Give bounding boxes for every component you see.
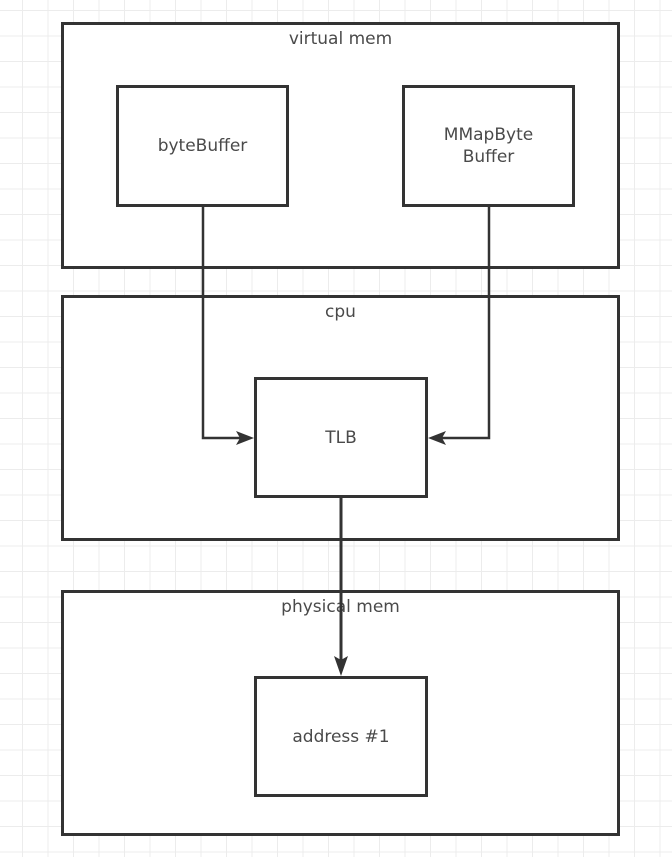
node-label-tlb: TLB <box>325 427 357 448</box>
container-label-physical-mem: physical mem <box>281 597 400 617</box>
node-label-address1: address #1 <box>292 726 390 747</box>
node-tlb[interactable]: TLB <box>254 377 428 498</box>
node-label-mmapbytebuffer: MMapByte Buffer <box>443 125 534 167</box>
container-label-virtual-mem: virtual mem <box>288 29 393 49</box>
node-bytebuffer[interactable]: byteBuffer <box>116 85 289 207</box>
node-mmapbytebuffer[interactable]: MMapByte Buffer <box>402 85 575 207</box>
node-label-bytebuffer: byteBuffer <box>157 136 248 156</box>
container-label-cpu: cpu <box>325 302 356 322</box>
node-address1[interactable]: address #1 <box>254 676 428 797</box>
